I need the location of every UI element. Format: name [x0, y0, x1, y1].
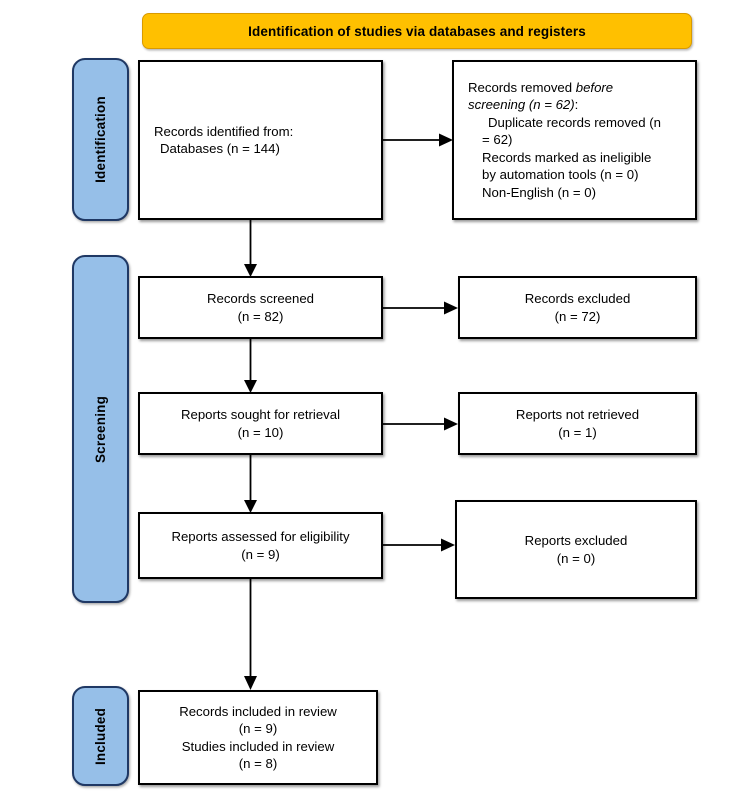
- box-reports-not-retrieved: Reports not retrieved (n = 1): [458, 392, 697, 455]
- stage-label-identification: Identification: [72, 58, 129, 221]
- stage-label-included-text: Included: [93, 707, 109, 765]
- stage-label-identification-text: Identification: [93, 96, 108, 183]
- box-records-removed-text: Records removed before screening (n = 62…: [468, 80, 661, 200]
- connector-sought-to-assessed: [241, 455, 261, 514]
- box-reports-assessed-text: Reports assessed for eligibility (n = 9): [171, 529, 350, 562]
- stage-label-included: Included: [72, 686, 129, 786]
- box-records-excluded: Records excluded (n = 72): [458, 276, 697, 339]
- box-reports-not-retrieved-text: Reports not retrieved (n = 1): [515, 407, 640, 440]
- box-records-identified-text: Records identified from: Databases (n = …: [154, 123, 294, 156]
- connector-assessed-to-excluded: [383, 536, 458, 554]
- connector-identified-to-removed: [383, 131, 455, 149]
- diagram-header-title: Identification of studies via databases …: [248, 23, 586, 39]
- box-records-included-text: Records included in review (n = 9) Studi…: [179, 703, 337, 771]
- box-reports-sought: Reports sought for retrieval (n = 10): [138, 392, 383, 455]
- connector-identified-to-screened: [241, 220, 261, 278]
- stage-label-screening-text: Screening: [93, 395, 109, 463]
- box-records-removed: Records removed before screening (n = 62…: [452, 60, 697, 220]
- box-records-excluded-text: Records excluded (n = 72): [524, 291, 631, 324]
- diagram-header-banner: Identification of studies via databases …: [142, 13, 692, 49]
- connector-assessed-to-included: [241, 579, 261, 691]
- box-reports-assessed: Reports assessed for eligibility (n = 9): [138, 512, 383, 579]
- connector-sought-to-not-retrieved: [383, 415, 461, 433]
- box-records-screened: Records screened (n = 82): [138, 276, 383, 339]
- box-reports-sought-text: Reports sought for retrieval (n = 10): [180, 407, 341, 440]
- connector-screened-to-excluded: [383, 299, 461, 317]
- box-records-screened-text: Records screened (n = 82): [206, 291, 315, 324]
- box-reports-excluded: Reports excluded (n = 0): [455, 500, 697, 599]
- box-reports-excluded-text: Reports excluded (n = 0): [524, 533, 628, 566]
- stage-label-screening: Screening: [72, 255, 129, 603]
- box-records-included: Records included in review (n = 9) Studi…: [138, 690, 378, 785]
- connector-screened-to-sought: [241, 339, 261, 394]
- box-records-identified: Records identified from: Databases (n = …: [138, 60, 383, 220]
